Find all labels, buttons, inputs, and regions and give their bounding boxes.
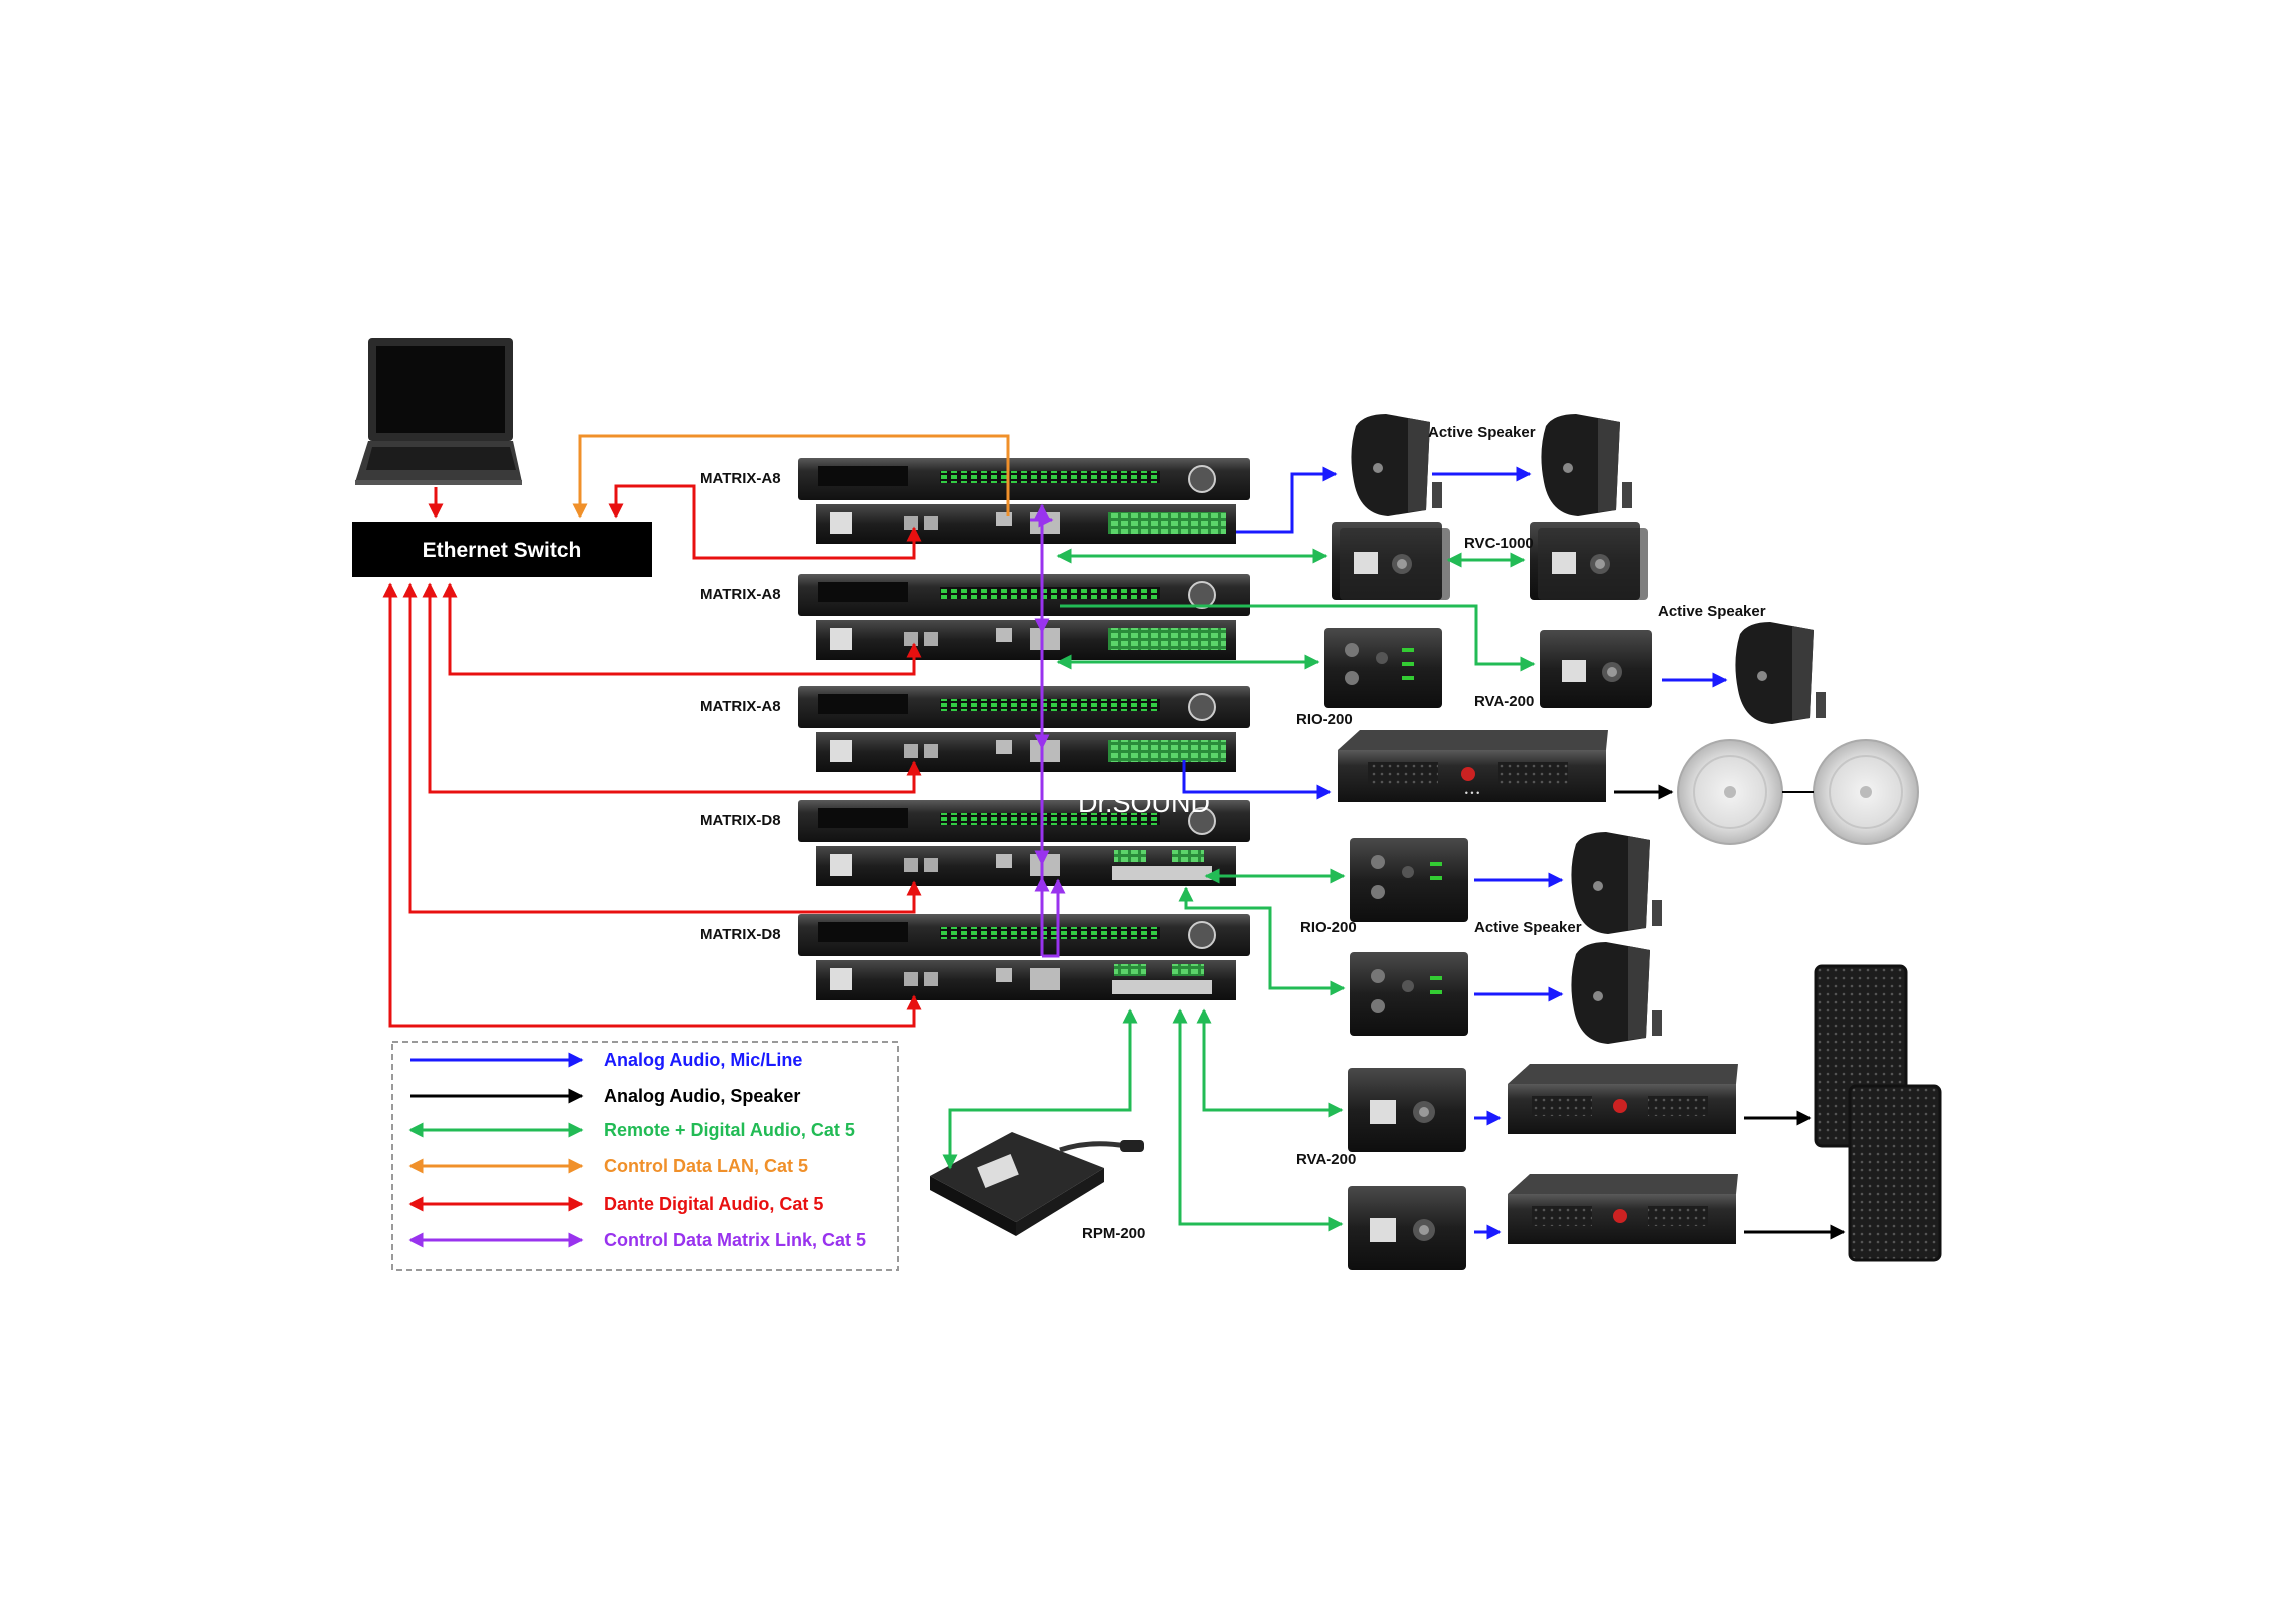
power-amplifier: • • •: [1338, 730, 1608, 802]
matrix-level-meters: [940, 471, 1160, 483]
active-speaker-group-middle: Active Speaker: [1474, 832, 1662, 936]
rio-200-group-top: RIO-200: [1296, 628, 1442, 728]
rio-200-group-bottom: RIO-200: [1300, 838, 1468, 936]
active-speaker-label: Active Speaker: [1428, 424, 1536, 441]
paging-microphone-icon: [930, 1132, 1144, 1236]
passive-speaker-cabinet: [1848, 1084, 1942, 1262]
wire-dante: [382, 582, 922, 1028]
legend-label: Remote + Digital Audio, Cat 5: [604, 1120, 855, 1140]
active-speaker-label: Active Speaker: [1474, 919, 1582, 936]
io-panel-icon: [1324, 628, 1442, 708]
legend-box: [391, 1041, 899, 1271]
matrix-label: MATRIX-D8: [700, 812, 781, 829]
ceiling-speaker-icon: [1677, 739, 1783, 845]
rpm-200-label: RPM-200: [1082, 1225, 1145, 1242]
active-speaker-label: Active Speaker: [1658, 603, 1766, 620]
wire-dante: [608, 484, 922, 560]
rva-200-label: RVA-200: [1474, 693, 1534, 710]
wire-remote: [1178, 886, 1346, 996]
rva-200-group-bottom: RVA-200: [1296, 1068, 1466, 1168]
wire-remote: [942, 1008, 1138, 1170]
wire-analog: [1182, 760, 1332, 800]
active-speaker-group-right: Active Speaker: [1658, 603, 1826, 724]
wire-remote: [1172, 1008, 1344, 1232]
rvc-1000-group: RVC-1000: [1332, 522, 1648, 600]
laptop-keyboard: [366, 447, 516, 470]
legend-label: Analog Audio, Speaker: [604, 1086, 800, 1106]
matrix-label: MATRIX-A8: [700, 470, 781, 487]
rio-200-label: RIO-200: [1300, 919, 1357, 936]
laptop-screen: [376, 346, 505, 433]
matrix-label: MATRIX-A8: [700, 698, 781, 715]
active-speaker-icon: [1571, 942, 1662, 1044]
ethernet-switch-box: [352, 522, 652, 577]
wall-panel-icon: [1332, 522, 1450, 600]
io-panel-icon: [1350, 838, 1468, 922]
active-speaker-icon: [1571, 832, 1662, 934]
legend-label: Dante Digital Audio, Cat 5: [604, 1194, 823, 1214]
io-panel-bottom: [1350, 952, 1468, 1036]
legend-label: Control Data LAN, Cat 5: [604, 1156, 808, 1176]
wall-panel-icon: [1530, 522, 1648, 600]
matrix-unit: [798, 686, 1250, 772]
active-speaker-icon: [1735, 622, 1826, 724]
active-speaker-group-top: Active Speaker: [1351, 414, 1632, 516]
svg-text:• • •: • • •: [1465, 788, 1479, 798]
ceiling-speaker-group: [1677, 739, 1919, 845]
connection-lines: [382, 434, 1846, 1240]
matrix-unit: [798, 914, 1250, 1000]
matrix-level-meters: [940, 927, 1160, 939]
wire-remote: [1196, 1008, 1344, 1118]
wire-analog: [1236, 466, 1338, 534]
wire-remote: [1060, 604, 1536, 672]
power-amplifier: [1508, 1064, 1738, 1134]
rvc-1000-label: RVC-1000: [1464, 535, 1534, 552]
power-amplifier: [1508, 1174, 1738, 1244]
wall-panel-icon: [1348, 1068, 1466, 1152]
ceiling-speaker-icon: [1813, 739, 1919, 845]
matrix-unit: [798, 458, 1250, 544]
rpm-200-group: RPM-200: [930, 1132, 1145, 1242]
active-speaker-icon: [1351, 414, 1442, 516]
legend-label: Control Data Matrix Link, Cat 5: [604, 1230, 866, 1250]
matrix-label: MATRIX-D8: [700, 926, 781, 943]
matrix-label: MATRIX-A8: [700, 586, 781, 603]
matrix-level-meters: [940, 813, 1160, 825]
rva-200-group-top: RVA-200: [1474, 630, 1652, 710]
matrix-unit: [798, 574, 1250, 660]
wall-panel-icon: [1540, 630, 1652, 708]
rio-200-label: RIO-200: [1296, 711, 1353, 728]
rva-200-label: RVA-200: [1296, 1151, 1356, 1168]
matrix-stack: MATRIX-A8MATRIX-A8MATRIX-A8MATRIX-D8MATR…: [700, 458, 1250, 1000]
wire-lan: [572, 434, 1010, 519]
laptop: [355, 338, 522, 485]
matrix-level-meters: [940, 587, 1160, 599]
legend-label: Analog Audio, Mic/Line: [604, 1050, 802, 1070]
watermark: Dr.SOUND: [1078, 788, 1210, 818]
ethernet-switch: Ethernet Switch: [352, 522, 652, 577]
ethernet-switch-label: Ethernet Switch: [423, 539, 582, 562]
matrix-level-meters: [940, 699, 1160, 711]
wall-panel-icon: [1348, 1186, 1466, 1270]
active-speaker-icon: [1541, 414, 1632, 516]
